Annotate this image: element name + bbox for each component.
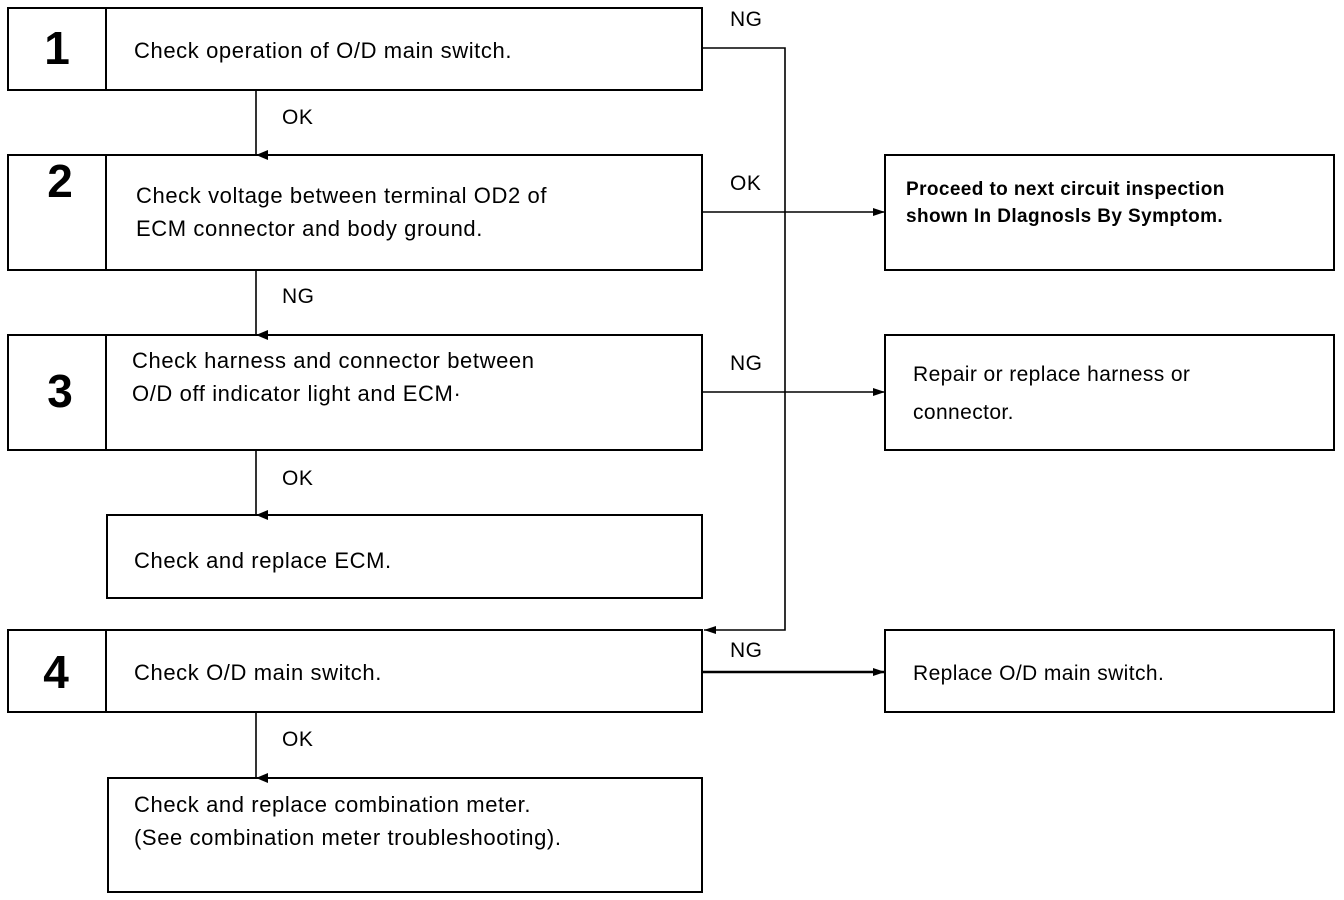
edge-label-step3-ng: NG (730, 352, 763, 375)
result-text-line: Proceed to next circuit inspection (906, 179, 1225, 200)
step-text-line: O/D off indicator light and ECM· (132, 381, 461, 406)
step-text: Check operation of O/D main switch. (134, 38, 512, 63)
step-number: 2 (47, 155, 73, 207)
step-1-box: 1 Check operation of O/D main switch. (7, 7, 703, 91)
step-number: 1 (44, 22, 70, 74)
edge-label-step1-ng: NG (730, 8, 763, 31)
action-text: Check and replace ECM. (134, 548, 392, 573)
edge-label-step2-ok: OK (730, 172, 761, 195)
result-text: Replace O/D main switch. (913, 662, 1164, 685)
edge-label-step4-ng: NG (730, 639, 763, 662)
step-text-line: Check harness and connector between (132, 348, 535, 373)
step-number: 3 (47, 365, 73, 417)
result-repair-harness-box: Repair or replace harness or connector. (884, 334, 1335, 451)
result-text-line: Repair or replace harness or (913, 363, 1190, 386)
step-text: Check O/D main switch. (134, 660, 382, 685)
result-next-inspection-box: Proceed to next circuit inspection shown… (884, 154, 1335, 271)
result-text-line: shown In Dlagnosls By Symptom. (906, 206, 1223, 227)
edge-label-step3-ok: OK (282, 467, 313, 490)
step-4-box: 4 Check O/D main switch. (7, 629, 703, 713)
action-text-line: (See combination meter troubleshooting). (134, 825, 562, 850)
result-text-line: connector. (913, 401, 1014, 424)
edge-label-step2-ng: NG (282, 285, 315, 308)
edge-label-step4-ok: OK (282, 728, 313, 751)
connector-step1-ng (702, 47, 786, 634)
action-replace-ecm-box: Check and replace ECM. (106, 514, 703, 599)
result-replace-switch-box: Replace O/D main switch. (884, 629, 1335, 713)
step-number: 4 (43, 646, 69, 698)
step-text-line: ECM connector and body ground. (136, 216, 483, 241)
step-2-box: 2 Check voltage between terminal OD2 of … (7, 154, 703, 271)
step-3-box: 3 Check harness and connector between O/… (7, 334, 703, 451)
step-text-line: Check voltage between terminal OD2 of (136, 183, 547, 208)
action-replace-meter-box: Check and replace combination meter. (Se… (107, 777, 703, 893)
action-text-line: Check and replace combination meter. (134, 792, 531, 817)
edge-label-step1-ok: OK (282, 106, 313, 129)
